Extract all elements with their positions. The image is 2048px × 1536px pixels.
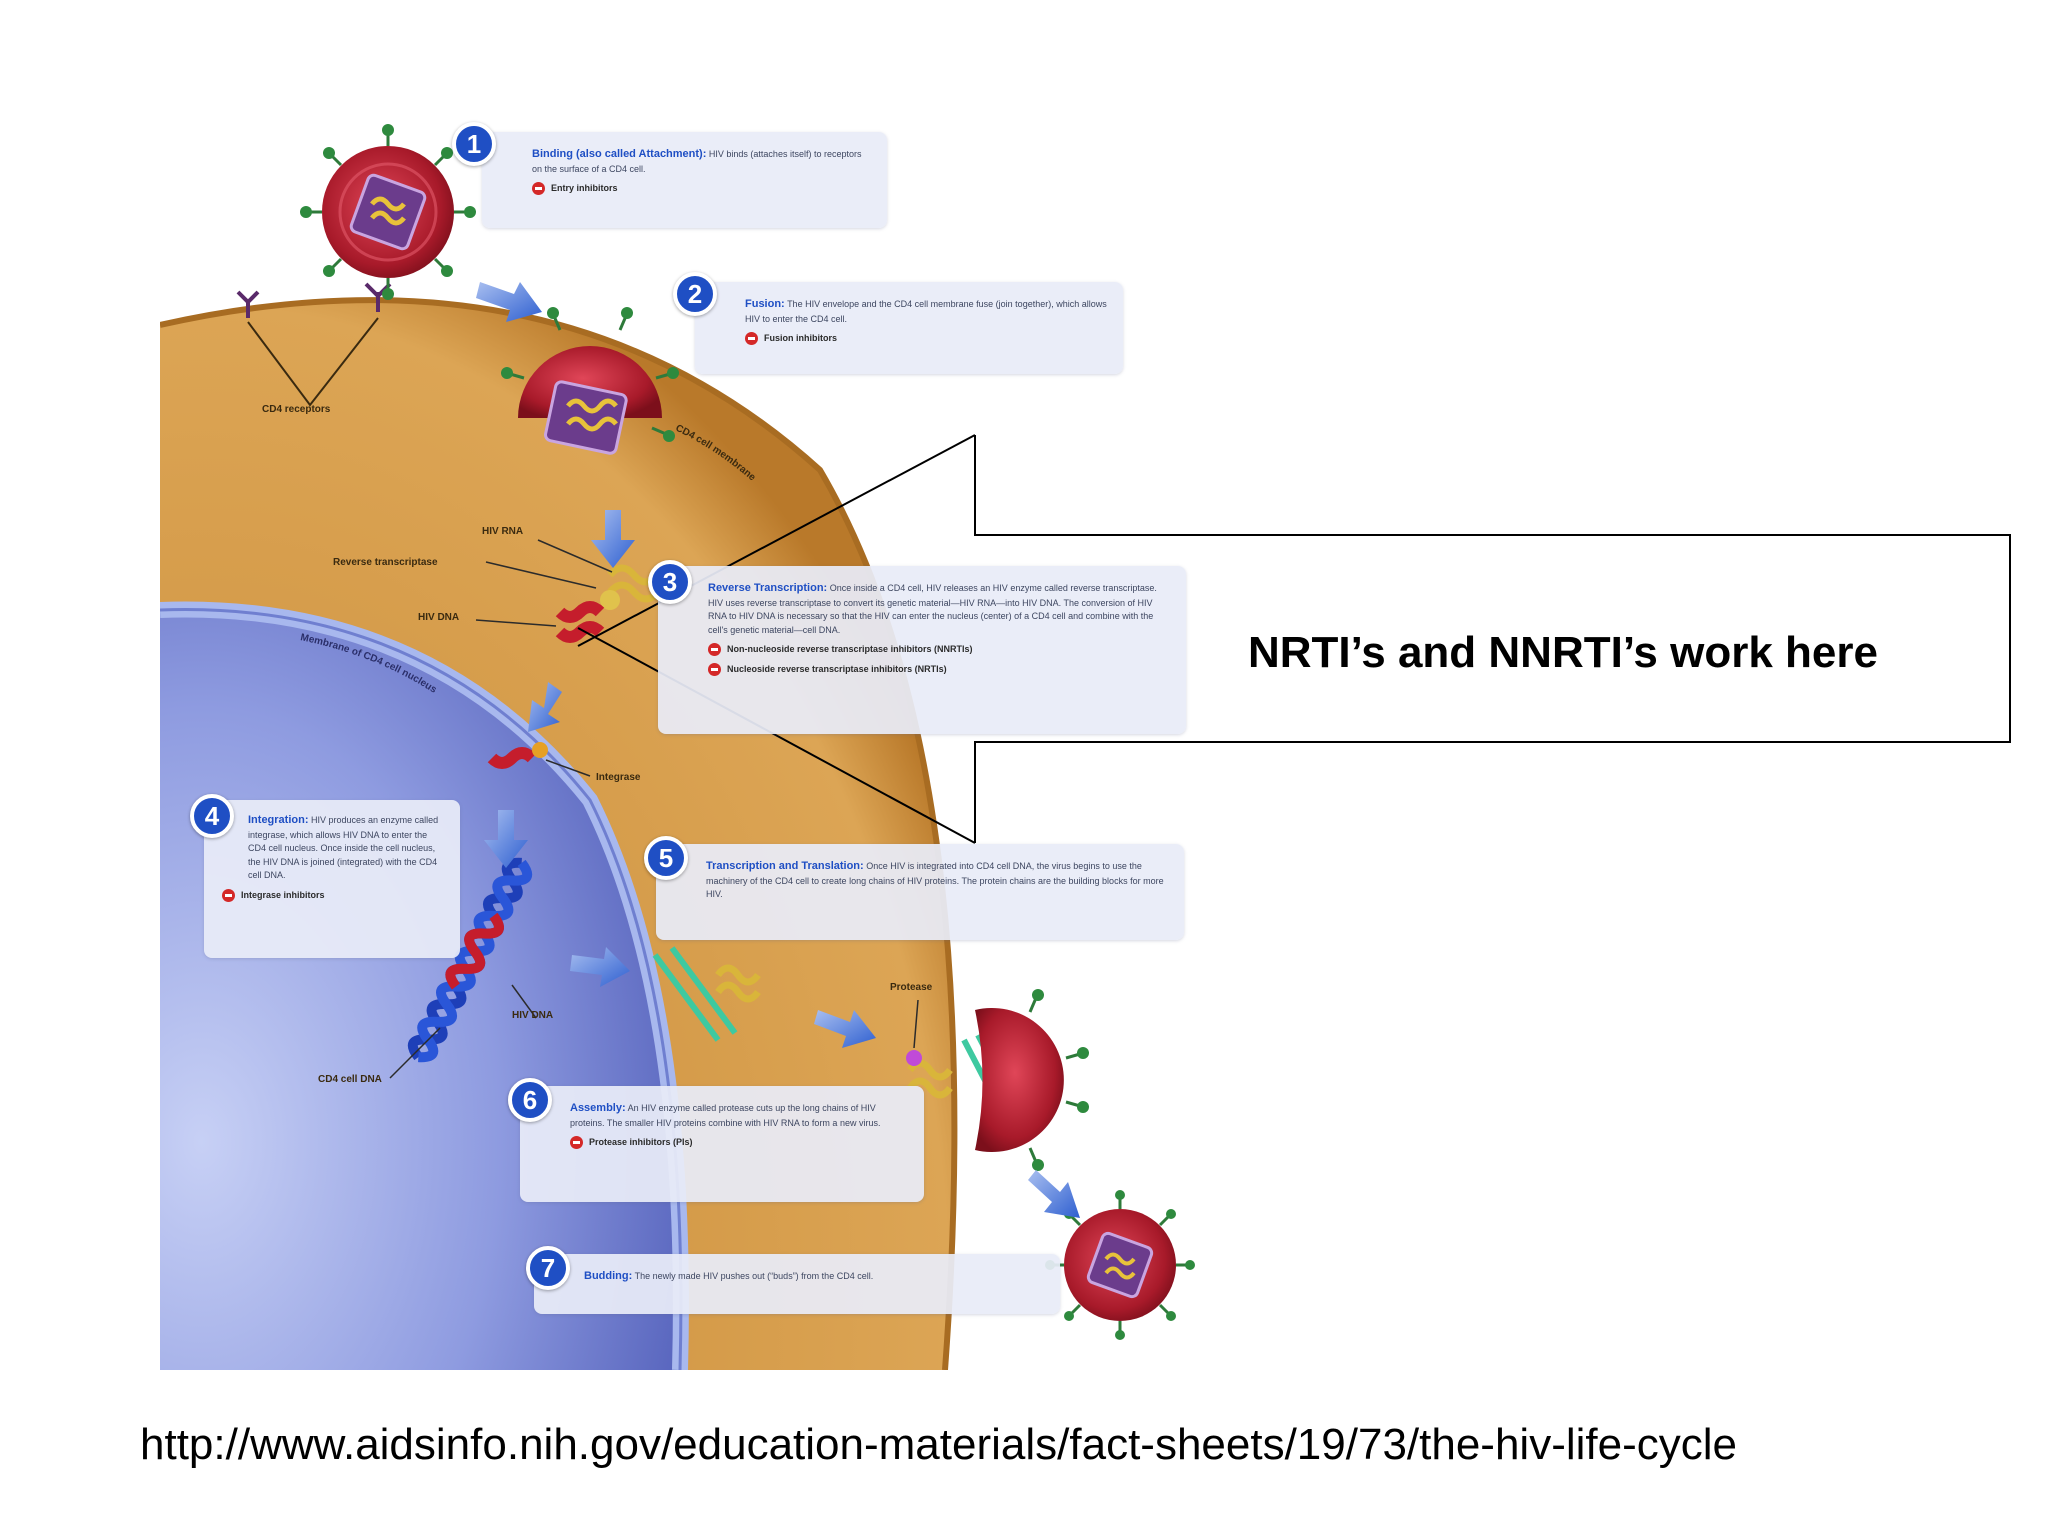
flow-arrows: [476, 282, 1080, 1218]
callout-text: NRTI’s and NNRTI’s work here: [1248, 628, 1878, 677]
step-4-title: Integration:: [248, 814, 309, 826]
hiv-dna-label-step3: HIV DNA: [418, 612, 460, 623]
inhibitor-icon: [708, 662, 721, 676]
cd4-receptors-label: CD4 receptors: [262, 404, 331, 415]
cd4-cell-dna-label: CD4 cell DNA: [318, 1074, 382, 1085]
source-url: http://www.aidsinfo.nih.gov/education-ma…: [140, 1420, 1737, 1469]
step-3-box: 3 Reverse Transcription: Once inside a C…: [648, 560, 1186, 734]
inhibitor-icon: [745, 332, 758, 346]
inhibitor-icon: [532, 182, 545, 196]
step-3-drug-1: Non-nucleoside reverse transcriptase inh…: [708, 643, 1172, 657]
hiv-virion-binding: [300, 124, 476, 300]
step-1-box: 1 Binding (also called Attachment): HIV …: [452, 122, 887, 228]
protease-label: Protease: [890, 982, 933, 993]
step-3-drug-2: Nucleoside reverse transcriptase inhibit…: [708, 662, 1172, 677]
cd4-receptors: [236, 282, 392, 407]
step-5-text: Once HIV is integrated into CD4 cell DNA…: [706, 861, 1164, 899]
step-4-drug: Integrase inhibitors: [222, 888, 446, 903]
step-4-number: 4: [190, 794, 234, 838]
step-1-drug: Entry inhibitors: [532, 182, 873, 196]
step-7-text: The newly made HIV pushes out (“buds”) f…: [634, 1271, 874, 1281]
step-6-number: 6: [508, 1078, 552, 1122]
step-5-title: Transcription and Translation:: [706, 860, 864, 872]
integrated-dna-helix: [407, 857, 533, 1063]
reverse-transcriptase-molecule: [555, 564, 661, 643]
step-6-text: An HIV enzyme called protease cuts up th…: [570, 1103, 881, 1128]
step-1-title: Binding (also called Attachment):: [532, 148, 707, 160]
step-4-box: 4 Integration: HIV produces an enzyme ca…: [190, 794, 460, 958]
step-4-text: HIV produces an enzyme called integrase,…: [248, 815, 439, 880]
hiv-virion-fusion: [501, 307, 679, 455]
step-3-title: Reverse Transcription:: [708, 582, 828, 594]
callout-box: [974, 435, 2011, 843]
inhibitor-icon: [222, 888, 235, 902]
step-1-number: 1: [452, 122, 496, 166]
step-2-drug: Fusion inhibitors: [745, 332, 1109, 346]
hiv-virion-budding: [1045, 1190, 1195, 1340]
reverse-transcriptase-label: Reverse transcriptase: [333, 557, 438, 568]
step-3-number: 3: [648, 560, 692, 604]
hiv-dna-label-step4: HIV DNA: [512, 1010, 554, 1021]
integrase-label: Integrase: [596, 772, 641, 783]
step-2-box: 2 Fusion: The HIV envelope and the CD4 c…: [673, 272, 1123, 374]
hiv-virion-assembly: [975, 989, 1089, 1171]
step-2-text: The HIV envelope and the CD4 cell membra…: [745, 299, 1107, 324]
step-6-box: 6 Assembly: An HIV enzyme called proteas…: [508, 1078, 924, 1202]
step-2-title: Fusion:: [745, 298, 785, 310]
step-7-title: Budding:: [584, 1270, 633, 1282]
step-6-drug: Protease inhibitors (PIs): [570, 1136, 910, 1150]
step-7-box: 7 Budding: The newly made HIV pushes out…: [526, 1246, 1060, 1314]
callout-pointer-lines: [577, 434, 976, 844]
inhibitor-icon: [708, 643, 721, 657]
step-7-number: 7: [526, 1246, 570, 1290]
step-5-box: 5 Transcription and Translation: Once HI…: [644, 836, 1184, 940]
inhibitor-icon: [570, 1136, 583, 1150]
step-3-text: Once inside a CD4 cell, HIV releases an …: [708, 583, 1157, 635]
hiv-rna-label: HIV RNA: [482, 526, 524, 537]
protein-chains: [652, 946, 761, 1042]
step-1-text: HIV binds (attaches itself) to receptors…: [532, 149, 862, 174]
step-2-number: 2: [673, 272, 717, 316]
step-5-number: 5: [644, 836, 688, 880]
step-6-title: Assembly:: [570, 1102, 626, 1114]
integrase-molecule: [487, 742, 548, 769]
